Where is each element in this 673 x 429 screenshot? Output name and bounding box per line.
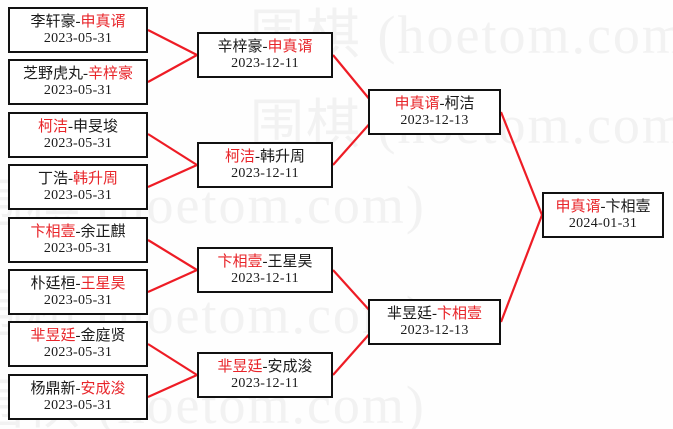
player-right: 王星昊 <box>80 276 126 293</box>
player-right: 柯洁 <box>444 96 475 113</box>
match-players: 申真谞-卞相壹 <box>555 199 650 215</box>
match-players: 辛梓豪-申真谞 <box>217 39 312 55</box>
player-right: 安成浚 <box>80 381 126 398</box>
player-left: 申真谞 <box>555 199 601 216</box>
match-box[interactable]: 辛梓豪-申真谞 2023-12-11 <box>197 32 333 78</box>
player-right: 韩升周 <box>260 149 306 166</box>
match-players: 芈昱廷-安成浚 <box>217 359 312 375</box>
match-box[interactable]: 朴廷桓-王星昊 2023-05-31 <box>8 269 148 315</box>
match-players: 芝野虎丸-辛梓豪 <box>23 66 133 82</box>
match-box[interactable]: 芈昱廷-卞相壹 2023-12-13 <box>368 299 501 345</box>
match-box[interactable]: 芝野虎丸-辛梓豪 2023-05-31 <box>8 59 148 105</box>
player-separator: - <box>75 328 81 345</box>
match-players: 李轩豪-申真谞 <box>30 14 125 30</box>
player-right: 申真谞 <box>80 14 126 31</box>
match-date: 2024-01-31 <box>568 215 638 231</box>
player-left: 芈昱廷 <box>386 306 432 323</box>
player-separator: - <box>75 224 81 241</box>
match-players: 柯洁-申旻埈 <box>38 119 118 135</box>
player-right: 王星昊 <box>267 254 313 271</box>
player-left: 丁浩 <box>37 171 68 188</box>
match-box[interactable]: 柯洁-申旻埈 2023-05-31 <box>8 112 148 158</box>
match-players: 柯洁-韩升周 <box>225 149 305 165</box>
match-players: 朴廷桓-王星昊 <box>30 276 125 292</box>
match-players: 芈昱廷-金庭贤 <box>30 328 125 344</box>
match-players: 申真谞-柯洁 <box>394 96 474 112</box>
player-right: 卞相壹 <box>605 199 651 216</box>
player-separator: - <box>432 306 437 323</box>
player-right: 卞相壹 <box>437 306 483 323</box>
match-players: 杨鼎新-安成浚 <box>30 381 125 397</box>
match-date: 2023-05-31 <box>43 240 113 256</box>
match-box[interactable]: 申真谞-卞相壹 2024-01-31 <box>542 192 664 238</box>
match-players: 芈昱廷-卞相壹 <box>387 306 482 322</box>
player-separator: - <box>262 39 268 56</box>
player-left: 李轩豪 <box>30 14 76 31</box>
player-right: 余正麒 <box>80 224 126 241</box>
player-right: 申旻埈 <box>73 119 119 136</box>
player-left: 朴廷桓 <box>30 276 76 293</box>
player-right: 申真谞 <box>267 39 313 56</box>
match-date: 2023-12-11 <box>231 270 299 286</box>
match-box[interactable]: 卞相壹-余正麒 2023-05-31 <box>8 217 148 263</box>
match-box[interactable]: 李轩豪-申真谞 2023-05-31 <box>8 7 148 53</box>
match-date: 2023-05-31 <box>43 30 113 46</box>
player-separator: - <box>439 96 445 113</box>
player-left: 柯洁 <box>37 119 68 136</box>
match-box[interactable]: 芈昱廷-金庭贤 2023-05-31 <box>8 321 148 367</box>
player-left: 芝野虎丸 <box>22 66 83 83</box>
match-box[interactable]: 柯洁-韩升周 2023-12-11 <box>197 142 333 188</box>
match-date: 2023-05-31 <box>43 82 113 98</box>
player-separator: - <box>75 381 81 398</box>
player-left: 卞相壹 <box>217 254 263 271</box>
match-players: 丁浩-韩升周 <box>38 171 118 187</box>
player-separator: - <box>68 119 73 136</box>
match-date: 2023-12-11 <box>231 375 299 391</box>
player-right: 安成浚 <box>267 359 313 376</box>
player-separator: - <box>83 66 88 83</box>
player-separator: - <box>255 149 260 166</box>
match-date: 2023-05-31 <box>43 135 113 151</box>
player-left: 芈昱廷 <box>30 328 76 345</box>
match-box[interactable]: 卞相壹-王星昊 2023-12-11 <box>197 247 333 293</box>
match-date: 2023-12-11 <box>231 55 299 71</box>
match-date: 2023-05-31 <box>43 292 113 308</box>
player-separator: - <box>75 276 81 293</box>
player-left: 杨鼎新 <box>30 381 76 398</box>
match-date: 2023-12-13 <box>400 112 469 128</box>
player-separator: - <box>600 199 606 216</box>
player-left: 芈昱廷 <box>217 359 263 376</box>
player-right: 韩升周 <box>73 171 119 188</box>
match-date: 2023-05-31 <box>43 344 113 360</box>
player-separator: - <box>68 171 73 188</box>
player-left: 申真谞 <box>394 96 440 113</box>
player-separator: - <box>75 14 81 31</box>
player-left: 柯洁 <box>224 149 255 166</box>
player-separator: - <box>262 254 268 271</box>
player-left: 卞相壹 <box>30 224 76 241</box>
match-box[interactable]: 杨鼎新-安成浚 2023-05-31 <box>8 374 148 420</box>
match-date: 2023-05-31 <box>43 397 113 413</box>
match-box[interactable]: 丁浩-韩升周 2023-05-31 <box>8 164 148 210</box>
match-date: 2023-05-31 <box>43 187 113 203</box>
player-separator: - <box>262 359 268 376</box>
player-right: 金庭贤 <box>80 328 126 345</box>
match-box[interactable]: 申真谞-柯洁 2023-12-13 <box>368 89 501 135</box>
match-players: 卞相壹-王星昊 <box>217 254 312 270</box>
match-date: 2023-12-11 <box>231 165 299 181</box>
match-date: 2023-12-13 <box>400 322 469 338</box>
player-left: 辛梓豪 <box>217 39 263 56</box>
player-right: 辛梓豪 <box>88 66 134 83</box>
match-players: 卞相壹-余正麒 <box>30 224 125 240</box>
match-box[interactable]: 芈昱廷-安成浚 2023-12-11 <box>197 352 333 398</box>
